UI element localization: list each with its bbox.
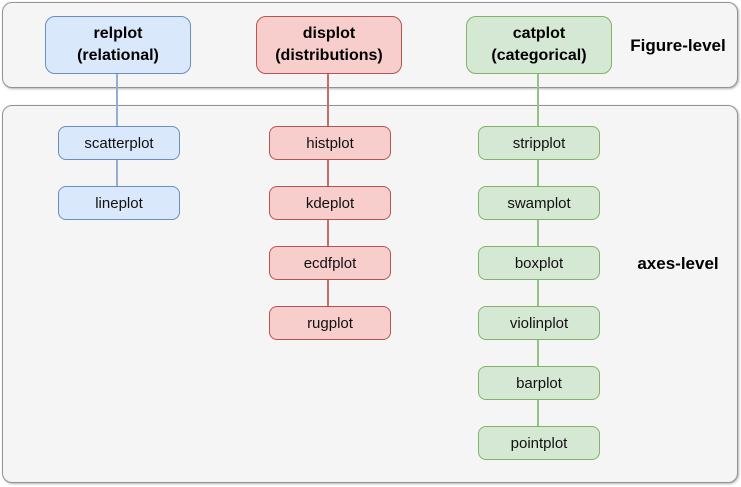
node-ecdfplot: ecdfplot	[269, 246, 391, 280]
node-relplot-title: relplot	[93, 25, 143, 43]
node-displot-subtitle: (distributions)	[275, 47, 383, 64]
node-relplot-subtitle: (relational)	[77, 47, 159, 64]
node-boxplot: boxplot	[478, 246, 600, 280]
node-barplot: barplot	[478, 366, 600, 400]
node-displot: displot (distributions)	[256, 16, 402, 74]
node-relplot: relplot (relational)	[45, 16, 191, 74]
node-scatterplot: scatterplot	[58, 126, 180, 160]
figure-level-label: Figure-level	[630, 36, 726, 55]
node-rugplot: rugplot	[269, 306, 391, 340]
node-violinplot: violinplot	[478, 306, 600, 340]
node-catplot-subtitle: (categorical)	[491, 47, 587, 64]
node-histplot: histplot	[269, 126, 391, 160]
node-kdeplot: kdeplot	[269, 186, 391, 220]
node-catplot-title: catplot	[512, 25, 566, 43]
node-stripplot: stripplot	[478, 126, 600, 160]
node-lineplot: lineplot	[58, 186, 180, 220]
node-displot-title: displot	[302, 25, 356, 43]
node-swamplot: swamplot	[478, 186, 600, 220]
axes-level-container	[2, 105, 738, 483]
node-catplot: catplot (categorical)	[466, 16, 612, 74]
axes-level-label: axes-level	[637, 254, 719, 273]
node-pointplot: pointplot	[478, 426, 600, 460]
